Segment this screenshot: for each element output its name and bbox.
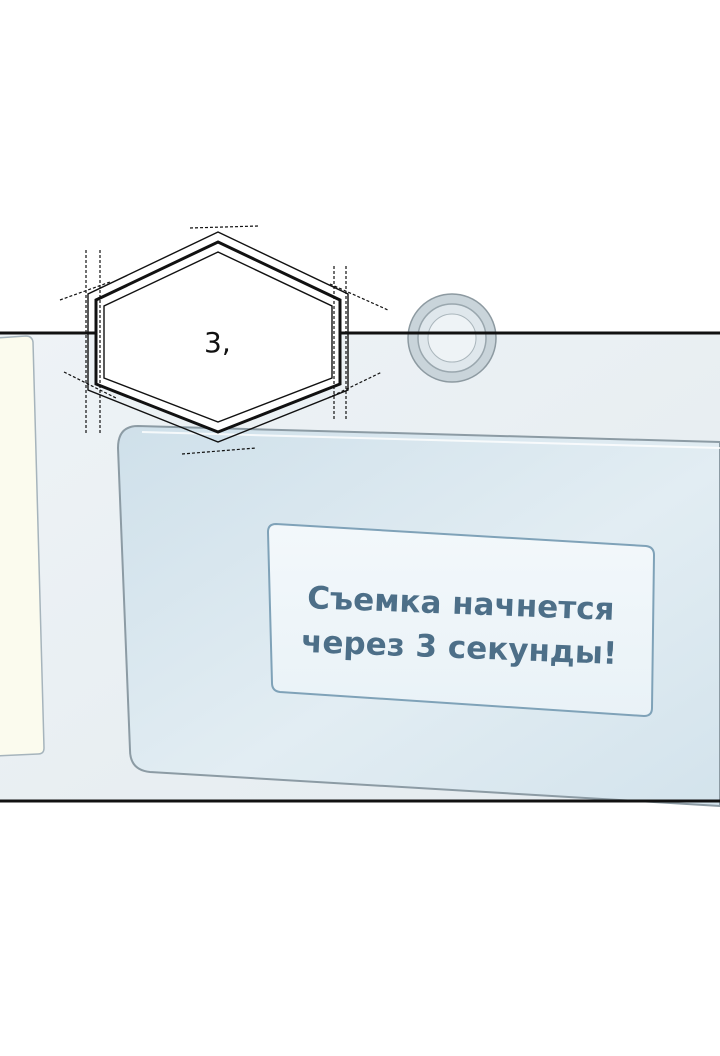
- hexagon-sfx-frame: [59, 225, 389, 455]
- screen-message: Съемка начнется через 3 секунды!: [269, 545, 650, 707]
- camera-lens: [407, 293, 497, 383]
- message-box: [266, 522, 656, 718]
- panel: [0, 293, 720, 808]
- left-card: [0, 335, 45, 757]
- sfx-countdown-text: 3,: [204, 326, 231, 359]
